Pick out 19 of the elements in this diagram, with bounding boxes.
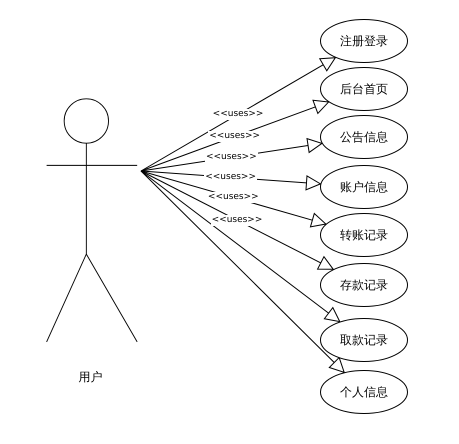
use-case-ellipse: 取款记录	[320, 318, 408, 362]
edge-label: <<uses>>	[206, 192, 260, 204]
edge-label: <<uses>>	[204, 152, 258, 163]
arrow	[140, 57, 336, 172]
use-case-ellipse: 存款记录	[320, 263, 408, 307]
use-case-ellipse: 公告信息	[320, 115, 408, 159]
use-case-ellipse: 注册登录	[320, 19, 408, 63]
edge-label: <<uses>>	[210, 214, 264, 226]
use-case-ellipse: 账户信息	[320, 165, 408, 209]
edge-label: <<uses>>	[204, 172, 258, 183]
use-case-ellipse: 转账记录	[320, 213, 408, 257]
arrow	[140, 170, 340, 322]
use-case-ellipse: 后台首页	[320, 67, 408, 111]
arrow	[140, 170, 334, 270]
edge-label: <<uses>>	[212, 108, 264, 120]
use-case-ellipse: 个人信息	[320, 370, 408, 414]
arrow	[140, 170, 345, 373]
edge-label: <<uses>>	[208, 131, 262, 142]
actor-label: 用户	[78, 369, 104, 386]
